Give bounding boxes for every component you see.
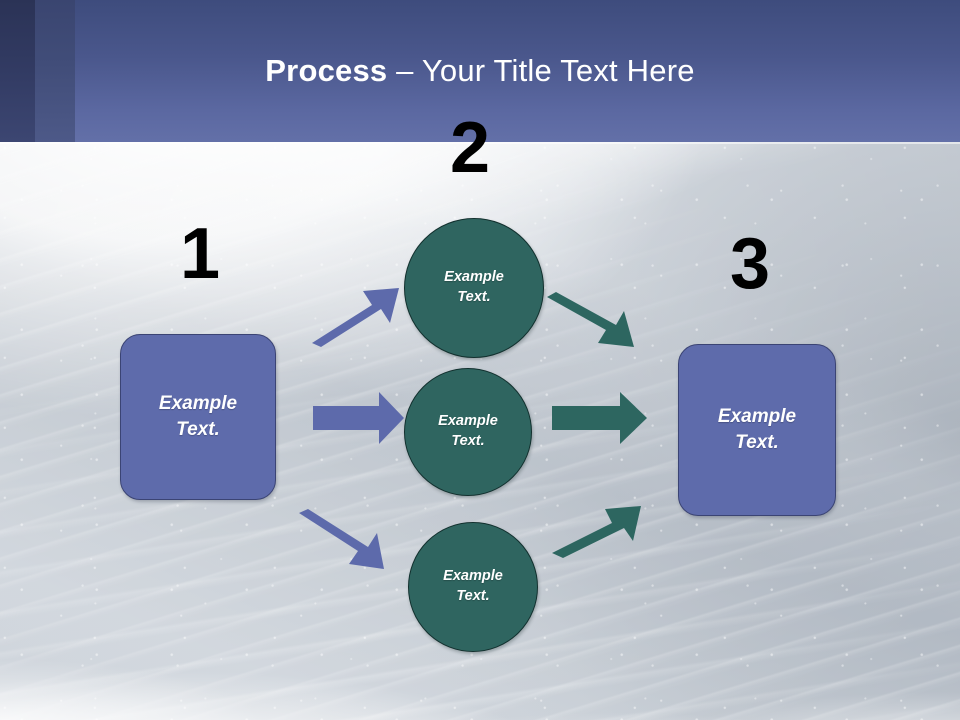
step-number-1: 1 (179, 214, 221, 294)
process-input-box[interactable]: Example Text. (120, 334, 276, 500)
process-output-box-label: Example Text. (717, 406, 797, 453)
arrow-box-to-circle-top (312, 288, 399, 347)
process-circle-top-label: Example Text. (444, 269, 504, 305)
process-circle-middle[interactable]: Example Text. (404, 368, 532, 496)
process-circle-bottom-label: Example Text. (443, 568, 503, 604)
header-accent-band-medium (35, 0, 75, 142)
arrow-circle-middle-to-box (552, 392, 647, 444)
arrow-circle-bottom-to-box (552, 506, 641, 558)
slide-title: Process – Your Title Text Here (0, 52, 960, 90)
process-circle-top[interactable]: Example Text. (404, 218, 544, 358)
arrow-circle-top-to-box (547, 292, 634, 347)
header-accent-band-dark (0, 0, 35, 142)
slide-header-bar: Process – Your Title Text Here (0, 0, 960, 144)
header-underline (0, 142, 960, 144)
step-number-3: 3 (729, 224, 771, 304)
slide-title-rest: Your Title Text Here (421, 53, 695, 88)
process-circle-bottom[interactable]: Example Text. (408, 522, 538, 652)
arrow-box-to-circle-bottom (299, 509, 384, 569)
process-output-box[interactable]: Example Text. (678, 344, 836, 516)
process-circle-middle-label: Example Text. (438, 413, 498, 449)
step-number-2: 2 (449, 108, 491, 188)
header-background (0, 0, 960, 142)
slide-title-separator: – (387, 53, 422, 88)
arrow-box-to-circle-middle (313, 392, 404, 444)
slide-title-bold-part: Process (265, 53, 388, 88)
process-input-box-label: Example Text. (158, 393, 238, 440)
